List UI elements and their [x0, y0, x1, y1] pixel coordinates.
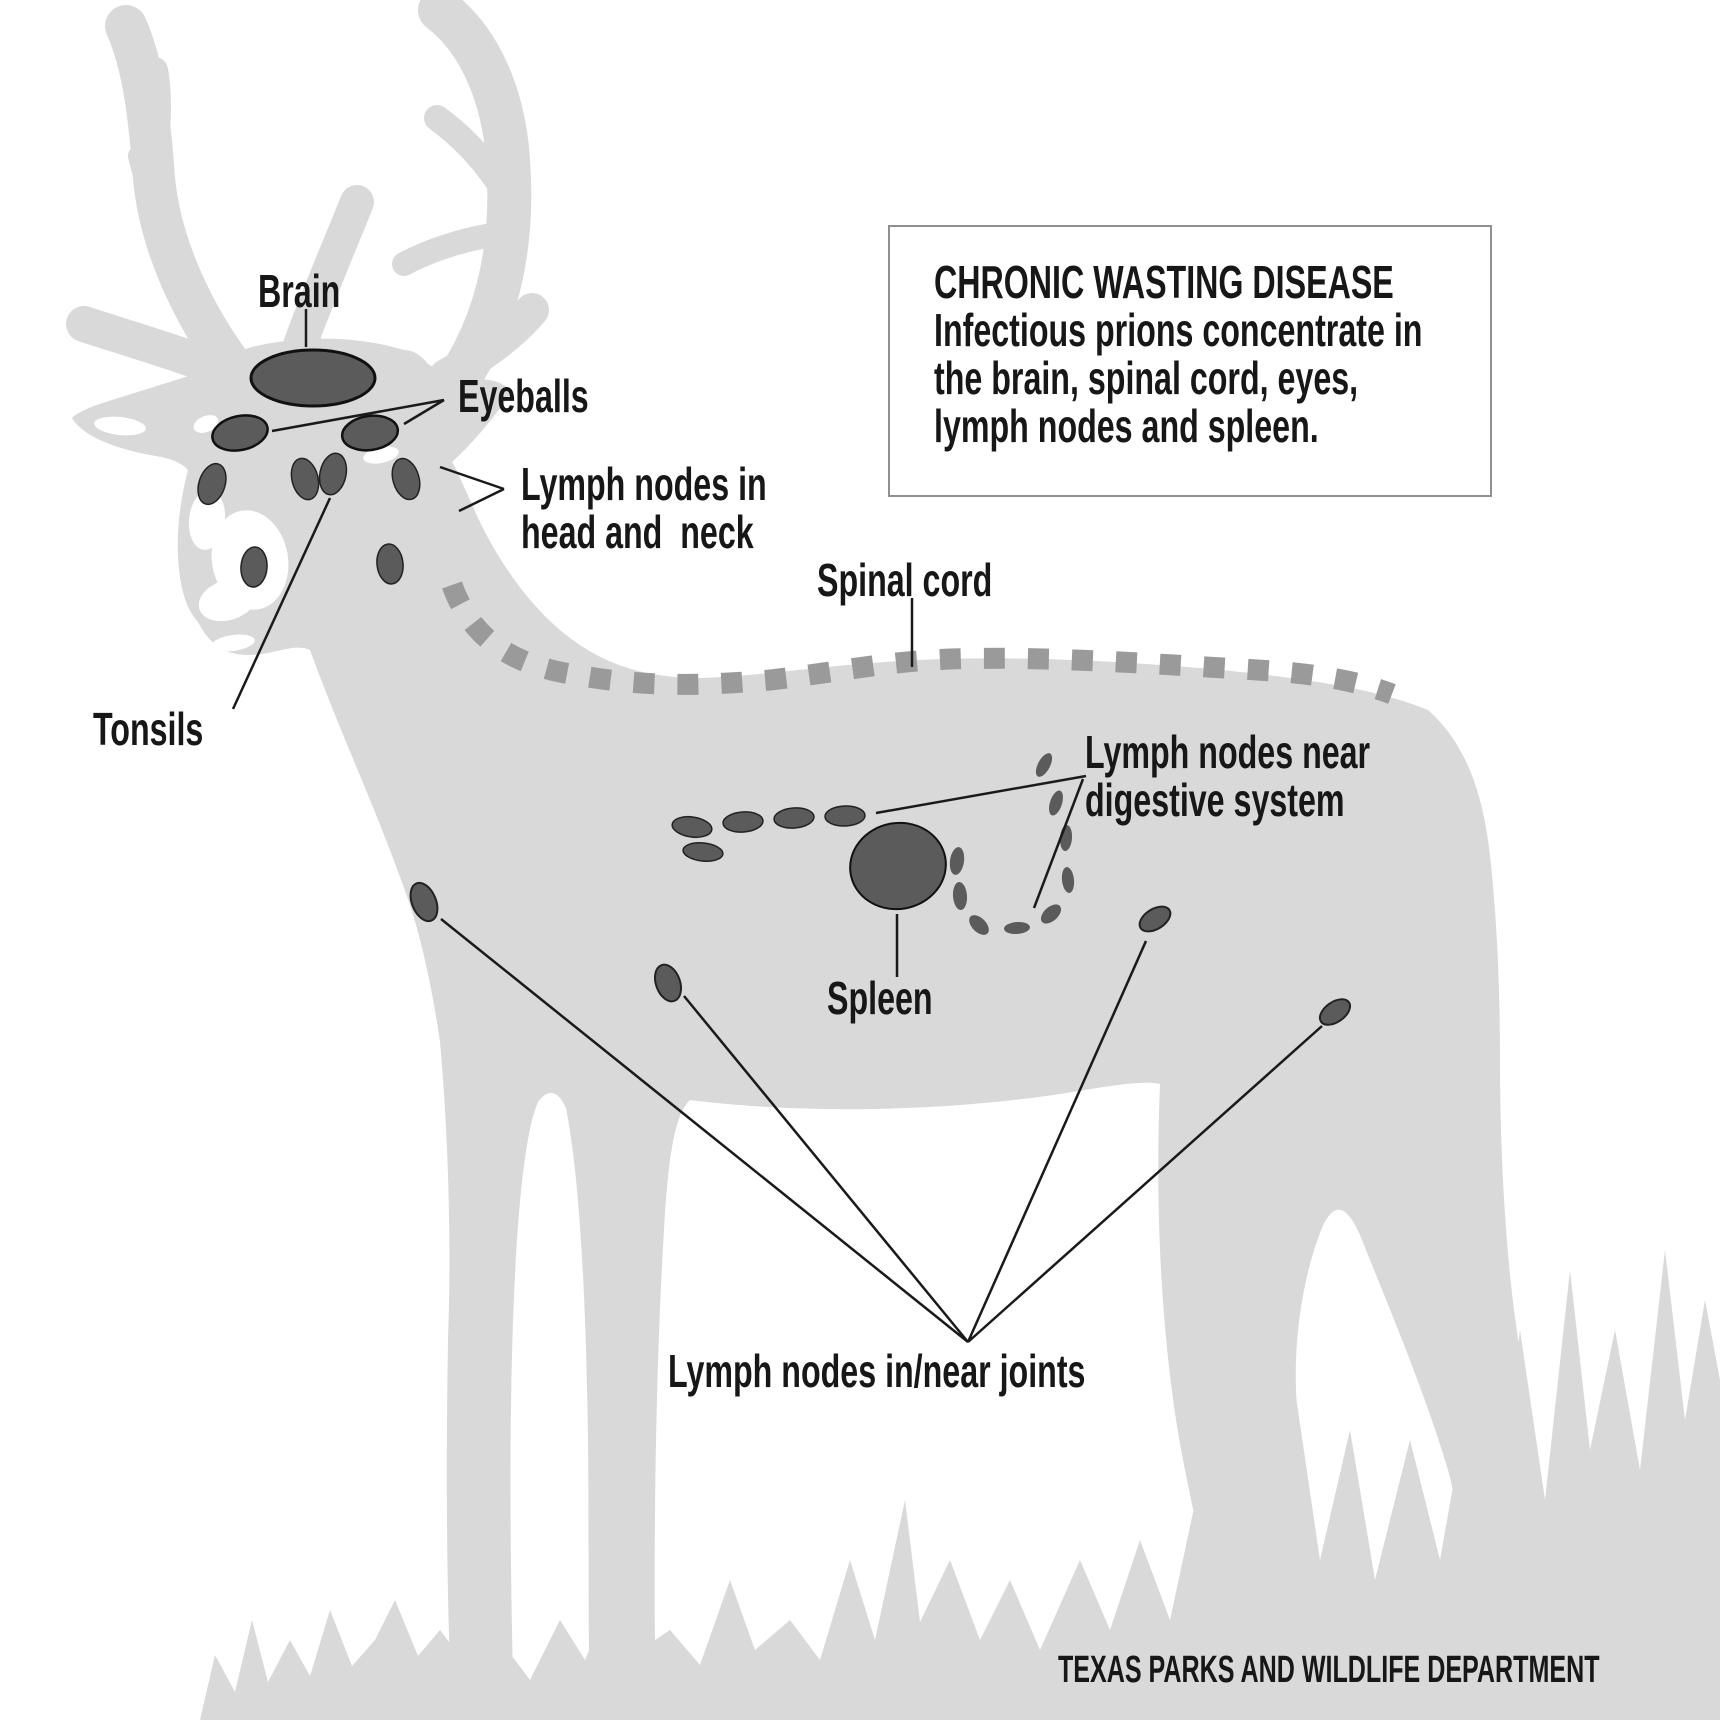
info-box-body-row: lymph nodes and spleen.: [934, 402, 1474, 450]
abdominal-node-markers: [671, 805, 866, 862]
antler-right-tine-1: [424, 105, 510, 193]
abdominal-node: [671, 815, 713, 839]
face-markings: [94, 415, 399, 652]
digestive-node: [1035, 753, 1053, 777]
digestive-node: [949, 847, 965, 875]
tonsils-label-text: Tonsils: [93, 703, 204, 755]
antlers: [66, 0, 549, 402]
joint-node: [1138, 905, 1172, 933]
info-box-body-line2: the brain, spinal cord, eyes,: [934, 352, 1359, 404]
spinal-cord-label: Spinal cord: [817, 556, 1067, 604]
joint-node-markers: [409, 881, 1352, 1026]
grass-silhouette: [200, 1250, 1720, 1720]
head-node: [391, 457, 421, 501]
lymph-head-label-line1: Lymph nodes in: [521, 458, 767, 510]
lymph-head-label-line2: head and neck: [521, 506, 754, 558]
muzzle-marking: [198, 578, 258, 622]
info-box-body-line3: lymph nodes and spleen.: [934, 400, 1319, 452]
eye-ring-marking: [193, 415, 219, 433]
digestive-node-markers: [949, 753, 1075, 935]
head-node: [318, 452, 348, 496]
joints-label: Lymph nodes in/near joints: [668, 1347, 1264, 1395]
neck-node: [376, 543, 404, 585]
tonsils-label: Tonsils: [93, 705, 251, 753]
head-node: [197, 462, 227, 506]
digestive-node: [969, 915, 989, 935]
brain-marker: [249, 348, 377, 408]
antler-left-tine-2: [128, 144, 168, 227]
spinal-cord-dashes: [442, 581, 1396, 704]
organ-markers: [197, 348, 1352, 1026]
antler-right-beam: [418, 0, 532, 402]
digestive-node: [1004, 921, 1030, 935]
joints-leader-3: [966, 940, 1148, 1343]
footer-credit: TEXAS PARKS AND WILDLIFE DEPARTMENT: [779, 1650, 1600, 1690]
spleen-label-text: Spleen: [827, 972, 933, 1024]
joints-leader-1: [440, 918, 969, 1343]
deer-silhouette: [66, 0, 1720, 1720]
antler-left-tine-1: [141, 57, 171, 181]
digestive-node: [1049, 790, 1063, 816]
brain-label: Brain: [258, 267, 376, 315]
joints-leader-2: [683, 995, 969, 1343]
info-box-title-row: CHRONIC WASTING DISEASE: [934, 258, 1474, 306]
head-node: [290, 457, 320, 501]
eyeball-marker-right: [340, 414, 400, 452]
abdominal-node: [824, 805, 866, 827]
joints-label-text: Lymph nodes in/near joints: [668, 1345, 1086, 1397]
spleen-label: Spleen: [827, 974, 978, 1022]
info-box: CHRONIC WASTING DISEASE Infectious prion…: [888, 225, 1492, 497]
deer-body: [72, 338, 1548, 1720]
digestive-label: Lymph nodes near digestive system: [1085, 728, 1492, 824]
antler-right-tine-2: [392, 223, 504, 276]
lymph-head-leader-upper: [439, 465, 505, 491]
joints-leader-4: [967, 1025, 1323, 1343]
mouth-marking: [211, 634, 255, 652]
antler-right-brow-tine: [429, 293, 549, 393]
footer-credit-text: TEXAS PARKS AND WILDLIFE DEPARTMENT: [1058, 1649, 1600, 1691]
digestive-node: [1040, 904, 1062, 924]
eyeball-marker-left: [211, 414, 269, 452]
digestive-leader-lower: [1032, 778, 1085, 909]
joint-node: [409, 881, 439, 923]
abdominal-node: [773, 807, 815, 829]
abdominal-node: [682, 842, 724, 862]
info-box-body-line1: Infectious prions concentrate in: [934, 304, 1423, 356]
lymph-head-label: Lymph nodes in head and neck: [521, 460, 872, 556]
lymph-head-leader-lower: [458, 487, 505, 513]
eyeballs-label-text: Eyeballs: [458, 370, 589, 422]
brain-label-text: Brain: [258, 265, 341, 317]
info-box-body-row: the brain, spinal cord, eyes,: [934, 354, 1474, 402]
digestive-label-line1: Lymph nodes near: [1085, 726, 1371, 778]
eyeballs-label: Eyeballs: [458, 372, 645, 420]
spinal-cord-label-text: Spinal cord: [817, 554, 993, 606]
digestive-node: [1061, 867, 1075, 893]
tonsils-leader: [231, 497, 332, 710]
digestive-node: [952, 882, 968, 910]
spleen-marker: [849, 821, 947, 911]
digestive-label-line2: digestive system: [1085, 774, 1345, 826]
eyeballs-leader-right: [403, 398, 445, 426]
neck-node: [240, 546, 268, 588]
eyeballs-leader-left: [271, 398, 445, 433]
digestive-leader-upper: [875, 774, 1087, 815]
inner-ear-marking: [94, 416, 146, 436]
joint-node: [653, 963, 683, 1003]
info-box-title: CHRONIC WASTING DISEASE: [934, 256, 1394, 308]
antler-left-brow-tine: [66, 306, 246, 390]
info-box-body-row: Infectious prions concentrate in: [934, 306, 1474, 354]
abdominal-node: [722, 811, 764, 833]
head-neck-node-markers: [197, 452, 421, 588]
leader-lines: [231, 309, 1323, 1343]
face-marking: [188, 490, 226, 550]
joint-node: [1318, 998, 1352, 1026]
